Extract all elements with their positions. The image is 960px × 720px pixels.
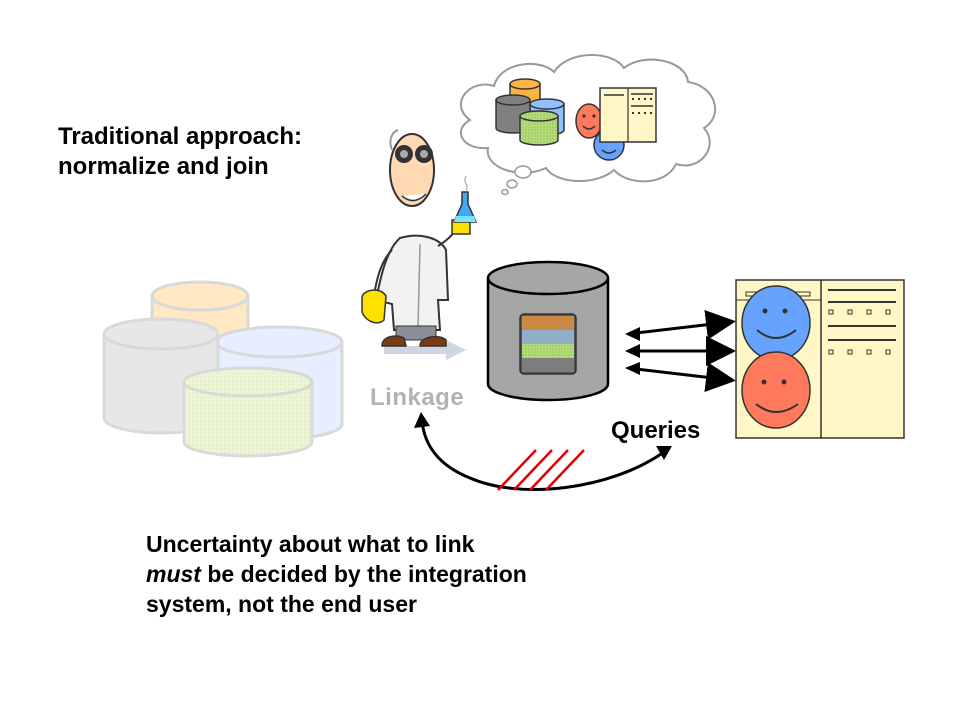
feedback-arrow <box>420 419 665 491</box>
results-report-icon <box>735 279 905 439</box>
integrated-database-icon <box>486 260 610 402</box>
red-smiley-icon <box>741 351 811 429</box>
title-line-1: Traditional approach: <box>58 123 303 150</box>
query-arrow-heads <box>625 327 640 375</box>
blue-smiley-icon <box>741 285 811 361</box>
green-database-icon <box>182 366 314 458</box>
linkage-label: Linkage <box>370 384 465 411</box>
feedback-arrow-head-right <box>656 446 672 460</box>
blocked-marks-icon <box>497 449 585 491</box>
note-line-2: must be decided by the integration <box>146 559 527 589</box>
scientist-icon <box>361 129 478 347</box>
note-line-1: Uncertainty about what to link <box>146 531 475 557</box>
note-line-2-rest: be decided by the integration <box>200 561 527 587</box>
thought-cloud-icon <box>459 54 717 196</box>
diagram-title: Traditional approach: normalize and join <box>58 122 302 182</box>
feedback-arrow-head-left <box>414 412 430 428</box>
queries-label: Queries <box>611 417 701 444</box>
note-emphasis: must <box>146 561 201 587</box>
source-databases <box>102 280 344 458</box>
note-line-3: system, not the end user <box>146 591 417 617</box>
query-arrows <box>627 309 736 393</box>
linkage-arrow-icon <box>384 340 466 360</box>
uncertainty-note: Uncertainty about what to link must be d… <box>146 529 527 619</box>
title-line-2: normalize and join <box>58 153 269 180</box>
stacked-layers-icon <box>519 313 577 375</box>
